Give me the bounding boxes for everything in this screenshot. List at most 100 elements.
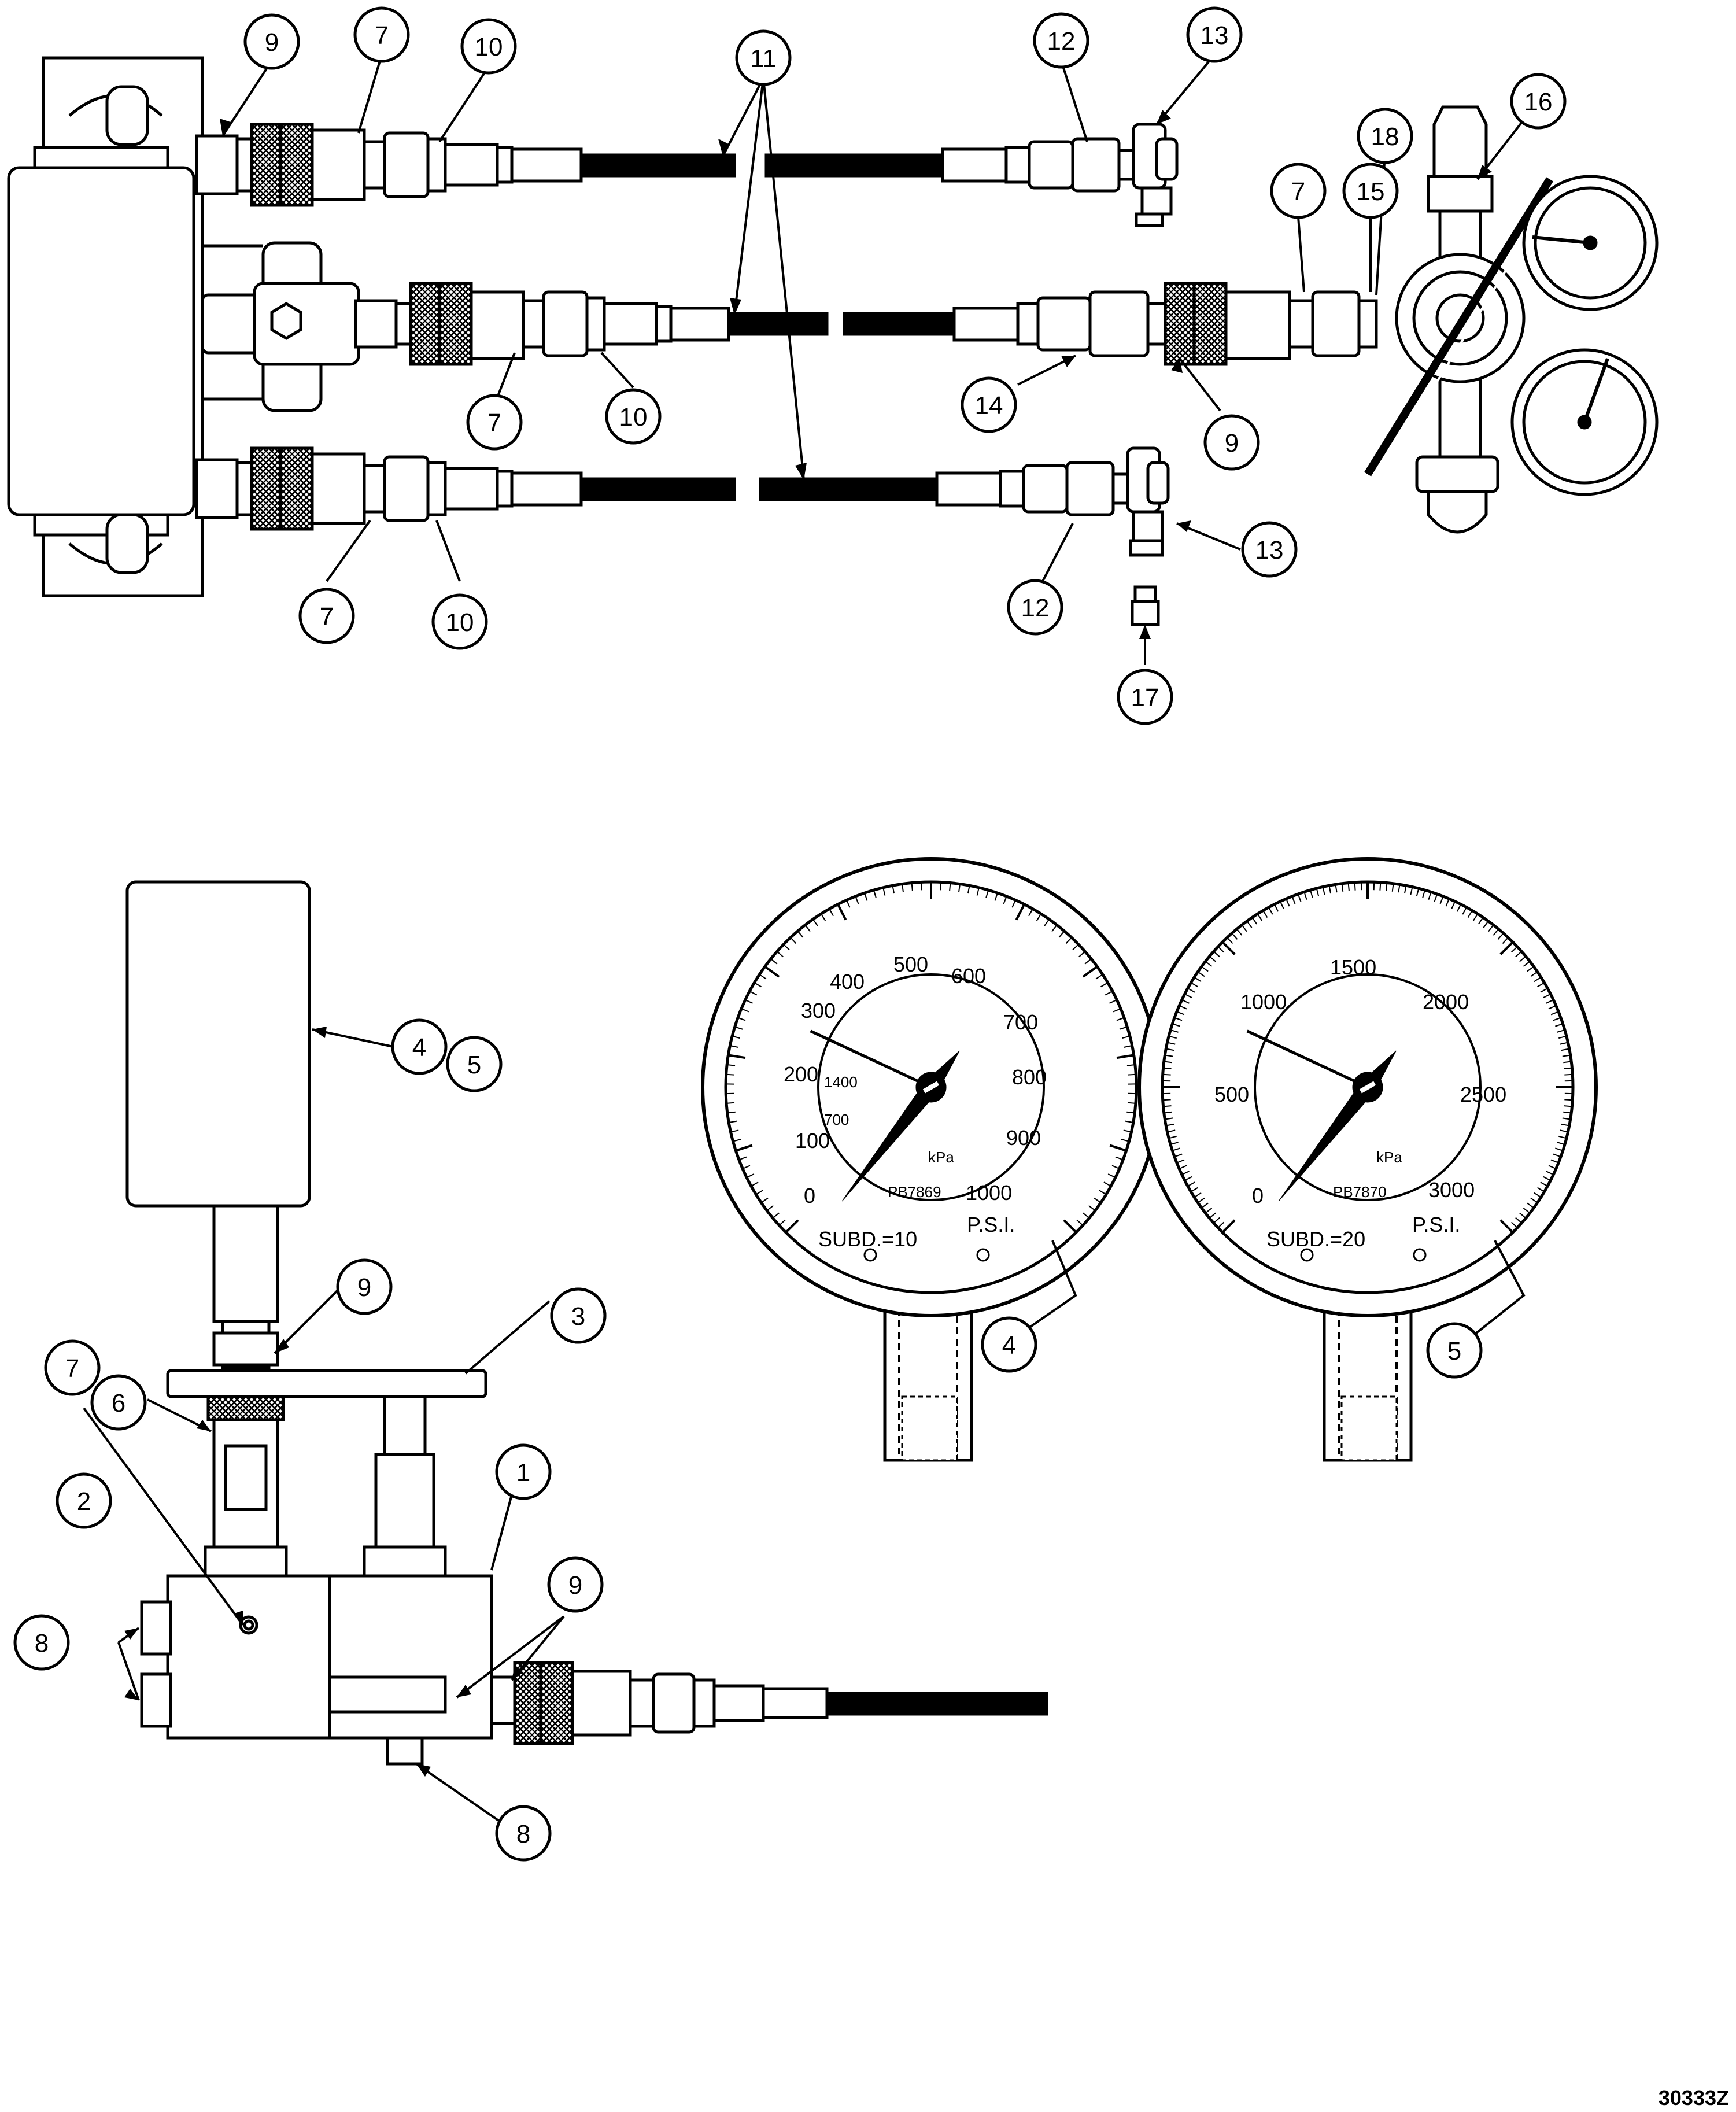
gauge-minor-tick [1550, 1159, 1559, 1164]
gauge-minor-tick [820, 913, 826, 921]
gauge-3000-scale-500: 500 [1214, 1083, 1249, 1106]
gauge-minor-tick [770, 958, 778, 965]
gauge-minor-tick [911, 883, 913, 891]
gauge-minor-tick [1107, 1173, 1116, 1179]
gauge-major-tick [735, 1144, 753, 1152]
gauge-minor-tick [746, 1173, 755, 1179]
gauge-minor-tick [1072, 944, 1079, 951]
gauge-minor-tick [1273, 904, 1279, 912]
gauge-minor-tick [1170, 1029, 1179, 1033]
callout-12: 12 [1021, 594, 1050, 622]
gauge-minor-tick [797, 931, 804, 938]
gauge-minor-tick [778, 1219, 786, 1226]
gauge-minor-tick [745, 999, 753, 1004]
gauge-minor-tick [1335, 884, 1338, 893]
gauge-minor-tick [1534, 976, 1542, 983]
gauge-minor-tick [1410, 887, 1413, 895]
gauge-minor-tick [1548, 1165, 1557, 1169]
gauge-minor-tick [1561, 1048, 1569, 1051]
gauge-1000-subdivision: SUBD.=10 [818, 1227, 917, 1251]
callout-12: 12 [1047, 27, 1076, 56]
gauge-minor-tick [727, 1064, 736, 1066]
gauge-minor-tick [1099, 1190, 1107, 1195]
gauge-3000-scale-1500: 1500 [1330, 955, 1376, 979]
gauge-1000-scale-700: 700 [1003, 1010, 1038, 1034]
gauge-minor-tick [1205, 961, 1213, 967]
gauge-minor-tick [1497, 933, 1504, 940]
gauge-minor-tick [1164, 1111, 1172, 1114]
gauge-minor-tick [1416, 888, 1420, 896]
gauge-minor-tick [1083, 1212, 1090, 1219]
callout-17: 17 [1131, 684, 1159, 712]
gauge-minor-tick [1557, 1142, 1565, 1146]
gauge-minor-tick [1176, 1159, 1185, 1164]
gauge-minor-tick [1316, 888, 1320, 896]
callout-16: 16 [1524, 88, 1553, 116]
callout-13: 13 [1201, 21, 1229, 50]
gauge-minor-tick [1563, 1111, 1572, 1114]
gauge-screw [863, 1248, 877, 1262]
gauge-minor-tick [1190, 1187, 1198, 1192]
gauge-minor-tick [1257, 913, 1263, 921]
callout-9: 9 [1225, 429, 1239, 457]
callout-5: 5 [467, 1051, 481, 1079]
gauge-minor-tick [1328, 885, 1332, 894]
gauge-minor-tick [730, 1045, 738, 1048]
gauge-minor-tick [1434, 893, 1438, 902]
gauge-minor-tick [829, 909, 834, 917]
gauge-1000-scale-900: 900 [1006, 1126, 1041, 1150]
gauge-minor-tick [1297, 893, 1302, 902]
regulator [1364, 105, 1659, 534]
gauge-minor-tick [1184, 1176, 1192, 1181]
gauge-minor-tick [1103, 1181, 1111, 1187]
gauge-minor-tick [994, 892, 998, 901]
gauge-minor-tick [733, 1139, 741, 1142]
gauge-minor-tick [1534, 1192, 1542, 1198]
gauge-minor-tick [1557, 1029, 1565, 1033]
gauge-major-tick [1221, 1219, 1236, 1234]
gauge-minor-tick [985, 889, 989, 898]
gauge-minor-tick [1209, 955, 1216, 962]
gauge-minor-tick [1105, 991, 1113, 996]
gauge-minor-tick [1217, 1221, 1225, 1228]
gauge-1000-scale-1000: 1000 [966, 1181, 1012, 1205]
gauge-major-tick [1499, 1219, 1514, 1234]
gauge-3000-scale-3000: 3000 [1428, 1178, 1475, 1202]
gauge-minor-tick [1003, 896, 1007, 904]
callout-7: 7 [320, 603, 334, 631]
gauge-minor-tick [734, 1026, 743, 1030]
callout-8: 8 [516, 1820, 530, 1848]
gauge-minor-tick [1560, 1042, 1568, 1045]
gauge-minor-tick [1540, 988, 1548, 993]
gauge-1000-kpa: kPa [928, 1149, 954, 1166]
gauge-1000-scale-100: 100 [795, 1129, 830, 1153]
gauge-minor-tick [1543, 1176, 1551, 1181]
gauge-minor-tick [1279, 901, 1284, 909]
gauge-minor-tick [1197, 971, 1205, 977]
gauge-minor-tick [730, 1129, 739, 1133]
gauge-minor-tick [1165, 1054, 1173, 1057]
gauge-minor-tick [1162, 1099, 1171, 1101]
gauge-minor-tick [754, 982, 762, 988]
gauge-minor-tick [1555, 1147, 1563, 1151]
gauge-minor-tick [1268, 907, 1273, 915]
gauge-minor-tick [1179, 1165, 1187, 1169]
gauge-minor-tick [1095, 974, 1103, 980]
callout-3: 3 [571, 1302, 585, 1331]
callout-18: 18 [1371, 123, 1399, 151]
callout-9: 9 [265, 28, 279, 57]
gauge-minor-tick [1391, 883, 1394, 892]
gauge-3000-kpa: kPa [1376, 1149, 1402, 1166]
gauge-minor-tick [1562, 1117, 1571, 1120]
gauge-minor-tick [1201, 1202, 1209, 1209]
gauge-minor-tick [1546, 1171, 1554, 1176]
gauge-1000-scale-600: 600 [951, 964, 986, 988]
callout-8: 8 [35, 1629, 49, 1657]
gauge-minor-tick [741, 1008, 749, 1013]
gauge-minor-tick [1166, 1123, 1174, 1127]
gauge-major-tick [1015, 903, 1025, 921]
gauge-1000-scale-200: 200 [784, 1062, 818, 1086]
middle-hose-line [394, 282, 1378, 366]
gauge-minor-tick [783, 944, 790, 951]
